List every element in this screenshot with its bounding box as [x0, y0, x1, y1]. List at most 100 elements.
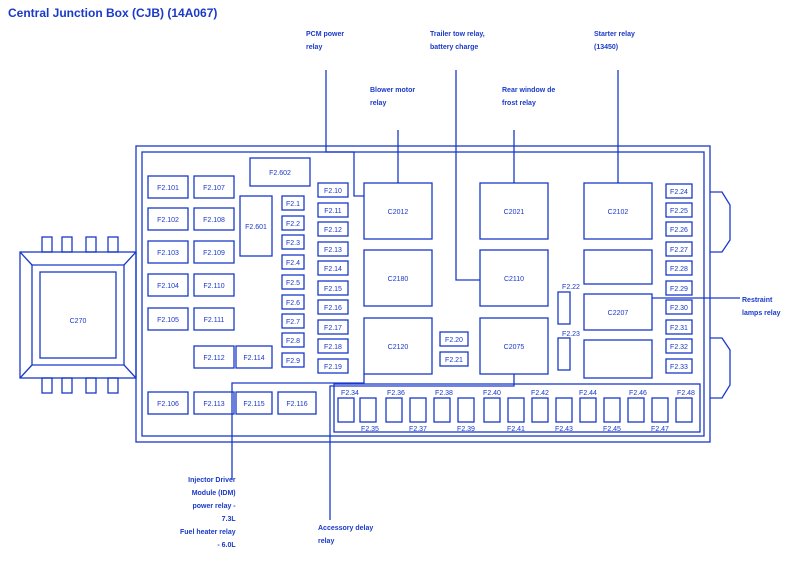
- relay-c2110: [479, 249, 549, 307]
- fuse-label: F2.104: [157, 283, 179, 290]
- fuse-label: F2.1: [286, 201, 300, 208]
- fuse-label: F2.103: [157, 250, 179, 257]
- fuse: [317, 280, 349, 296]
- fuse-label: F2.16: [324, 305, 342, 312]
- fuse-label: F2.36: [387, 390, 405, 397]
- relay-blank: [583, 339, 653, 379]
- fuse: [193, 240, 235, 264]
- fuse-label: F2.37: [409, 426, 427, 433]
- fuse: [665, 358, 693, 374]
- fuse-label: F2.41: [507, 426, 525, 433]
- relay-c2120: [363, 317, 433, 375]
- fuse: [193, 391, 235, 415]
- fuse: [665, 241, 693, 257]
- relay-label: C2207: [608, 310, 629, 317]
- fuse-label: F2.8: [286, 338, 300, 345]
- fuse: [147, 391, 189, 415]
- callout-trailer-relay: Trailer tow relay,battery charge: [430, 31, 485, 51]
- fuse-label: F2.108: [203, 217, 225, 224]
- fuse: [317, 260, 349, 276]
- fuse: [281, 294, 305, 310]
- fuse-label: F2.32: [670, 344, 688, 351]
- fuse: [665, 260, 693, 276]
- fuse-label: F2.44: [579, 390, 597, 397]
- fuse-label: F2.15: [324, 286, 342, 293]
- fuse: [665, 183, 693, 199]
- connector-label: C270: [70, 318, 87, 325]
- fuse: [317, 182, 349, 198]
- fuse: [317, 202, 349, 218]
- fuse-label: F2.34: [341, 390, 359, 397]
- fuse: [281, 313, 305, 329]
- fuse-label: F2.12: [324, 227, 342, 234]
- fuse-label: F2.27: [670, 247, 688, 254]
- fuse: [147, 240, 189, 264]
- fuse-label: F2.102: [157, 217, 179, 224]
- fuse: [147, 207, 189, 231]
- fuse-label: F2.45: [603, 426, 621, 433]
- fuse: [277, 391, 317, 415]
- fuse: [665, 202, 693, 218]
- fuse-label: F2.109: [203, 250, 225, 257]
- fuse: [281, 254, 305, 270]
- fuse: [439, 331, 469, 347]
- fuse: [147, 175, 189, 199]
- leader-accessory: [329, 374, 515, 520]
- fuse: [193, 345, 235, 369]
- fuse: [317, 319, 349, 335]
- fuse-label: F2.33: [670, 364, 688, 371]
- fuse-label: F2.20: [445, 337, 463, 344]
- fuse: [193, 307, 235, 331]
- leader-pcm: [325, 70, 364, 197]
- relay-c2207: [583, 293, 653, 331]
- fuse: [281, 215, 305, 231]
- fuse: [281, 332, 305, 348]
- fuse: [235, 391, 273, 415]
- fuse-label: F2.26: [670, 227, 688, 234]
- fuse-label: F2.24: [670, 189, 688, 196]
- fuse-label: F2.48: [677, 390, 695, 397]
- relay-f2602: [249, 157, 311, 187]
- fuse-label: F2.43: [555, 426, 573, 433]
- fuse-label: F2.38: [435, 390, 453, 397]
- leader-injector: [231, 374, 365, 480]
- relay-label: C2075: [504, 344, 525, 351]
- fuse-label: F2.111: [204, 317, 225, 324]
- fuse: [147, 307, 189, 331]
- fuse: [317, 299, 349, 315]
- fuse: [193, 273, 235, 297]
- right-tab-bottom: [710, 337, 731, 399]
- fuse-label: F2.107: [203, 185, 225, 192]
- fuse-label: F2.21: [445, 357, 463, 364]
- fuse-label: F2.13: [324, 247, 342, 254]
- fuse: [557, 337, 571, 371]
- fuse-label: F2.110: [203, 283, 224, 290]
- fuse-label: F2.106: [157, 401, 179, 408]
- right-tab-top: [710, 191, 731, 253]
- fuse: [281, 274, 305, 290]
- fuse-label: F2.14: [324, 266, 342, 273]
- fuse-label: F2.112: [203, 355, 224, 362]
- fuse: [281, 195, 305, 211]
- fuse: [439, 351, 469, 367]
- left-connector-inner: [31, 264, 125, 366]
- relay-f2601: [239, 195, 273, 257]
- fuse: [193, 175, 235, 199]
- fuse: [557, 291, 571, 325]
- leader-trailer: [455, 70, 480, 281]
- fuse-label: F2.2: [286, 221, 300, 228]
- fuse: [281, 234, 305, 250]
- fuse-label: F2.7: [286, 319, 300, 326]
- fuse-label: F2.5: [286, 280, 300, 287]
- fuse: [317, 358, 349, 374]
- fuse-label: F2.46: [629, 390, 647, 397]
- fuse-label: F2.31: [670, 325, 688, 332]
- fuse-label: F2.10: [324, 188, 342, 195]
- fuse: [665, 319, 693, 335]
- housing-inner: [141, 151, 705, 437]
